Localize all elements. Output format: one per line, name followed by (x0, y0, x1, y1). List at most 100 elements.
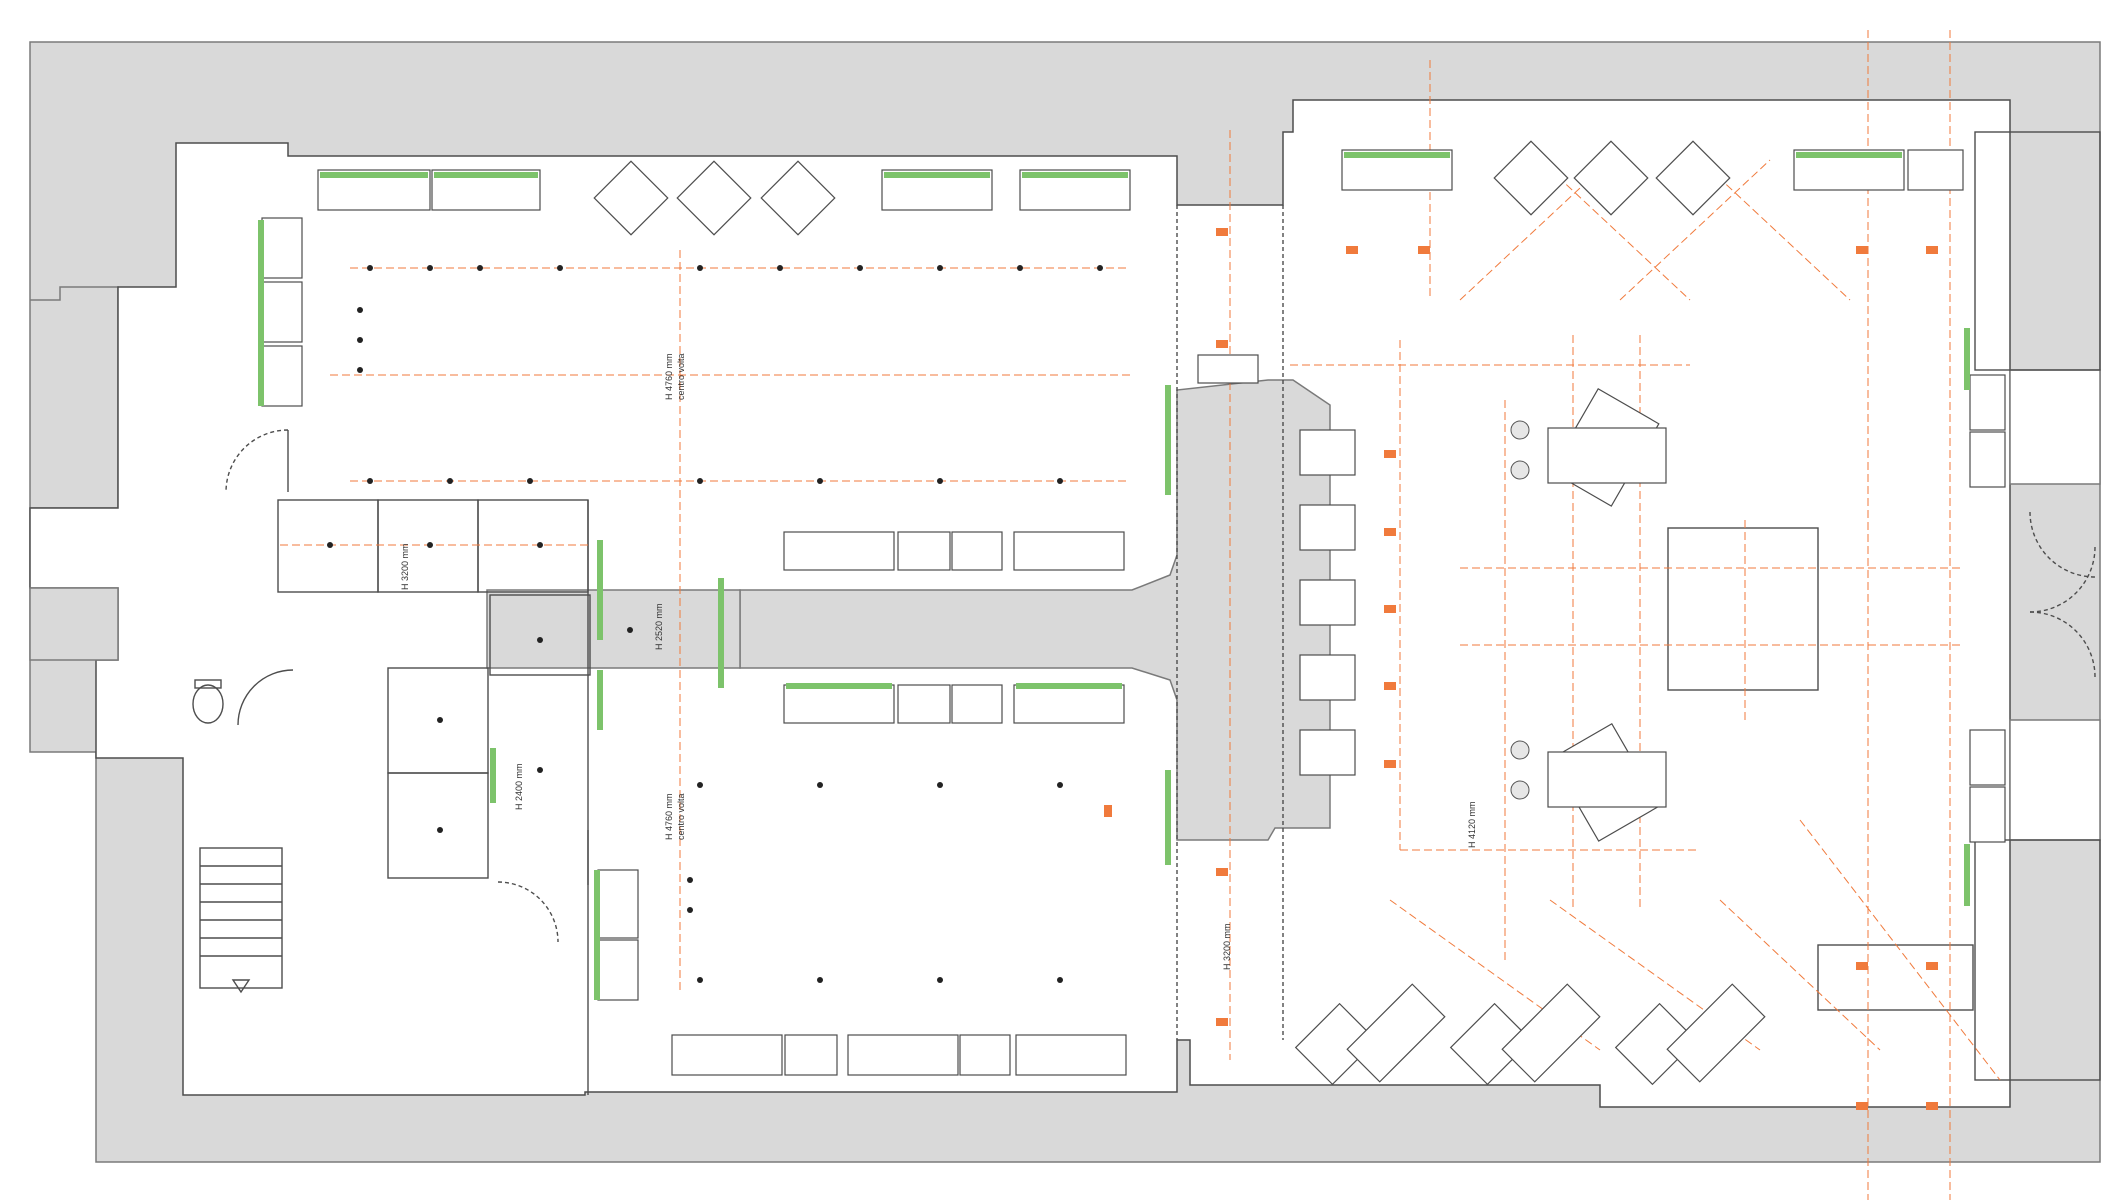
dot (537, 637, 543, 643)
round-table (1510, 420, 1530, 440)
shelf (1969, 729, 2006, 786)
strip (1165, 770, 1171, 865)
strip (490, 748, 496, 803)
corridor-block (486, 589, 741, 669)
strip (786, 683, 892, 689)
diag-unit (1449, 1002, 1533, 1086)
dot (367, 265, 373, 271)
shelf (1969, 786, 2006, 843)
dot (697, 782, 703, 788)
axis-lines (280, 30, 2001, 1200)
diag-unit (1493, 140, 1569, 216)
dim-label: H 3200 mm (400, 543, 410, 590)
diag-unit (1501, 983, 1601, 1083)
light (1216, 228, 1228, 236)
dot (937, 478, 943, 484)
room-mid (489, 594, 591, 676)
shelf (951, 531, 1003, 571)
strip (718, 578, 724, 688)
shelf (1015, 1034, 1127, 1076)
dot (937, 265, 943, 271)
strip (597, 600, 603, 640)
round-table (1510, 460, 1530, 480)
light (1346, 246, 1358, 254)
light (1926, 246, 1938, 254)
dot (1057, 782, 1063, 788)
center-display-frame (1547, 751, 1667, 808)
shelf (897, 531, 951, 571)
strip (1964, 328, 1970, 390)
shelf (784, 1034, 838, 1076)
shelf (1013, 531, 1125, 571)
stair (199, 847, 283, 989)
central-spine-upper (739, 379, 1331, 841)
strip (434, 172, 538, 178)
dim-label: H 4120 mm (1467, 801, 1477, 848)
room-left-b (387, 772, 489, 879)
display-box (1667, 527, 1819, 691)
light (1856, 1102, 1868, 1110)
strip (1344, 152, 1450, 158)
diag-unit (1346, 983, 1446, 1083)
dot (777, 265, 783, 271)
diag-unit (760, 160, 836, 236)
axis-diagonal (1699, 159, 1851, 301)
dot (427, 265, 433, 271)
light (1418, 246, 1430, 254)
shelf (597, 939, 639, 1001)
partitions (192, 131, 2101, 1095)
counter (1817, 944, 1974, 1011)
strip (884, 172, 990, 178)
dim-label: H 3200 mm (1222, 923, 1232, 970)
niche (1299, 654, 1356, 701)
door-arc (237, 669, 294, 726)
axis-diagonal (1389, 899, 1601, 1051)
center-display-frame (1547, 427, 1667, 484)
dot (477, 265, 483, 271)
dot (937, 977, 943, 983)
light (1384, 528, 1396, 536)
diag-unit (1573, 140, 1649, 216)
stair-arrow (231, 979, 251, 994)
shelf (261, 281, 303, 343)
shelf (847, 1034, 959, 1076)
dot (697, 977, 703, 983)
strip (597, 540, 603, 620)
niche (1299, 729, 1356, 776)
strip (1016, 683, 1122, 689)
strip (1022, 172, 1128, 178)
shelf (783, 531, 895, 571)
strip (1165, 385, 1171, 495)
dot (327, 542, 333, 548)
right-pillar-bot (2009, 719, 2101, 841)
axis-diagonal (1539, 159, 1691, 301)
dot (697, 478, 703, 484)
dot (437, 827, 443, 833)
shelf (261, 345, 303, 407)
dot (367, 478, 373, 484)
lights-dots (327, 265, 1103, 983)
shelf (1907, 149, 1964, 191)
shelf (597, 869, 639, 939)
dim-label: centro volta (676, 793, 686, 840)
right-pillar-top (2009, 369, 2101, 485)
dot (697, 265, 703, 271)
dot (1017, 265, 1023, 271)
left-corridor-block (29, 587, 119, 661)
lights-orange (1104, 228, 1938, 1110)
entrance-right (1974, 839, 2101, 1081)
dot (937, 782, 943, 788)
round-table (1510, 740, 1530, 760)
shelf (1969, 431, 2006, 488)
shelf (1013, 684, 1125, 724)
dot (687, 877, 693, 883)
door-arc (2029, 511, 2096, 578)
axis-diagonal (1619, 159, 1771, 301)
strip (320, 172, 428, 178)
diag-unit (1655, 140, 1731, 216)
shelf (783, 684, 895, 724)
light (1856, 962, 1868, 970)
dot (357, 337, 363, 343)
diagonal-displays (593, 140, 1766, 1086)
dot (687, 907, 693, 913)
